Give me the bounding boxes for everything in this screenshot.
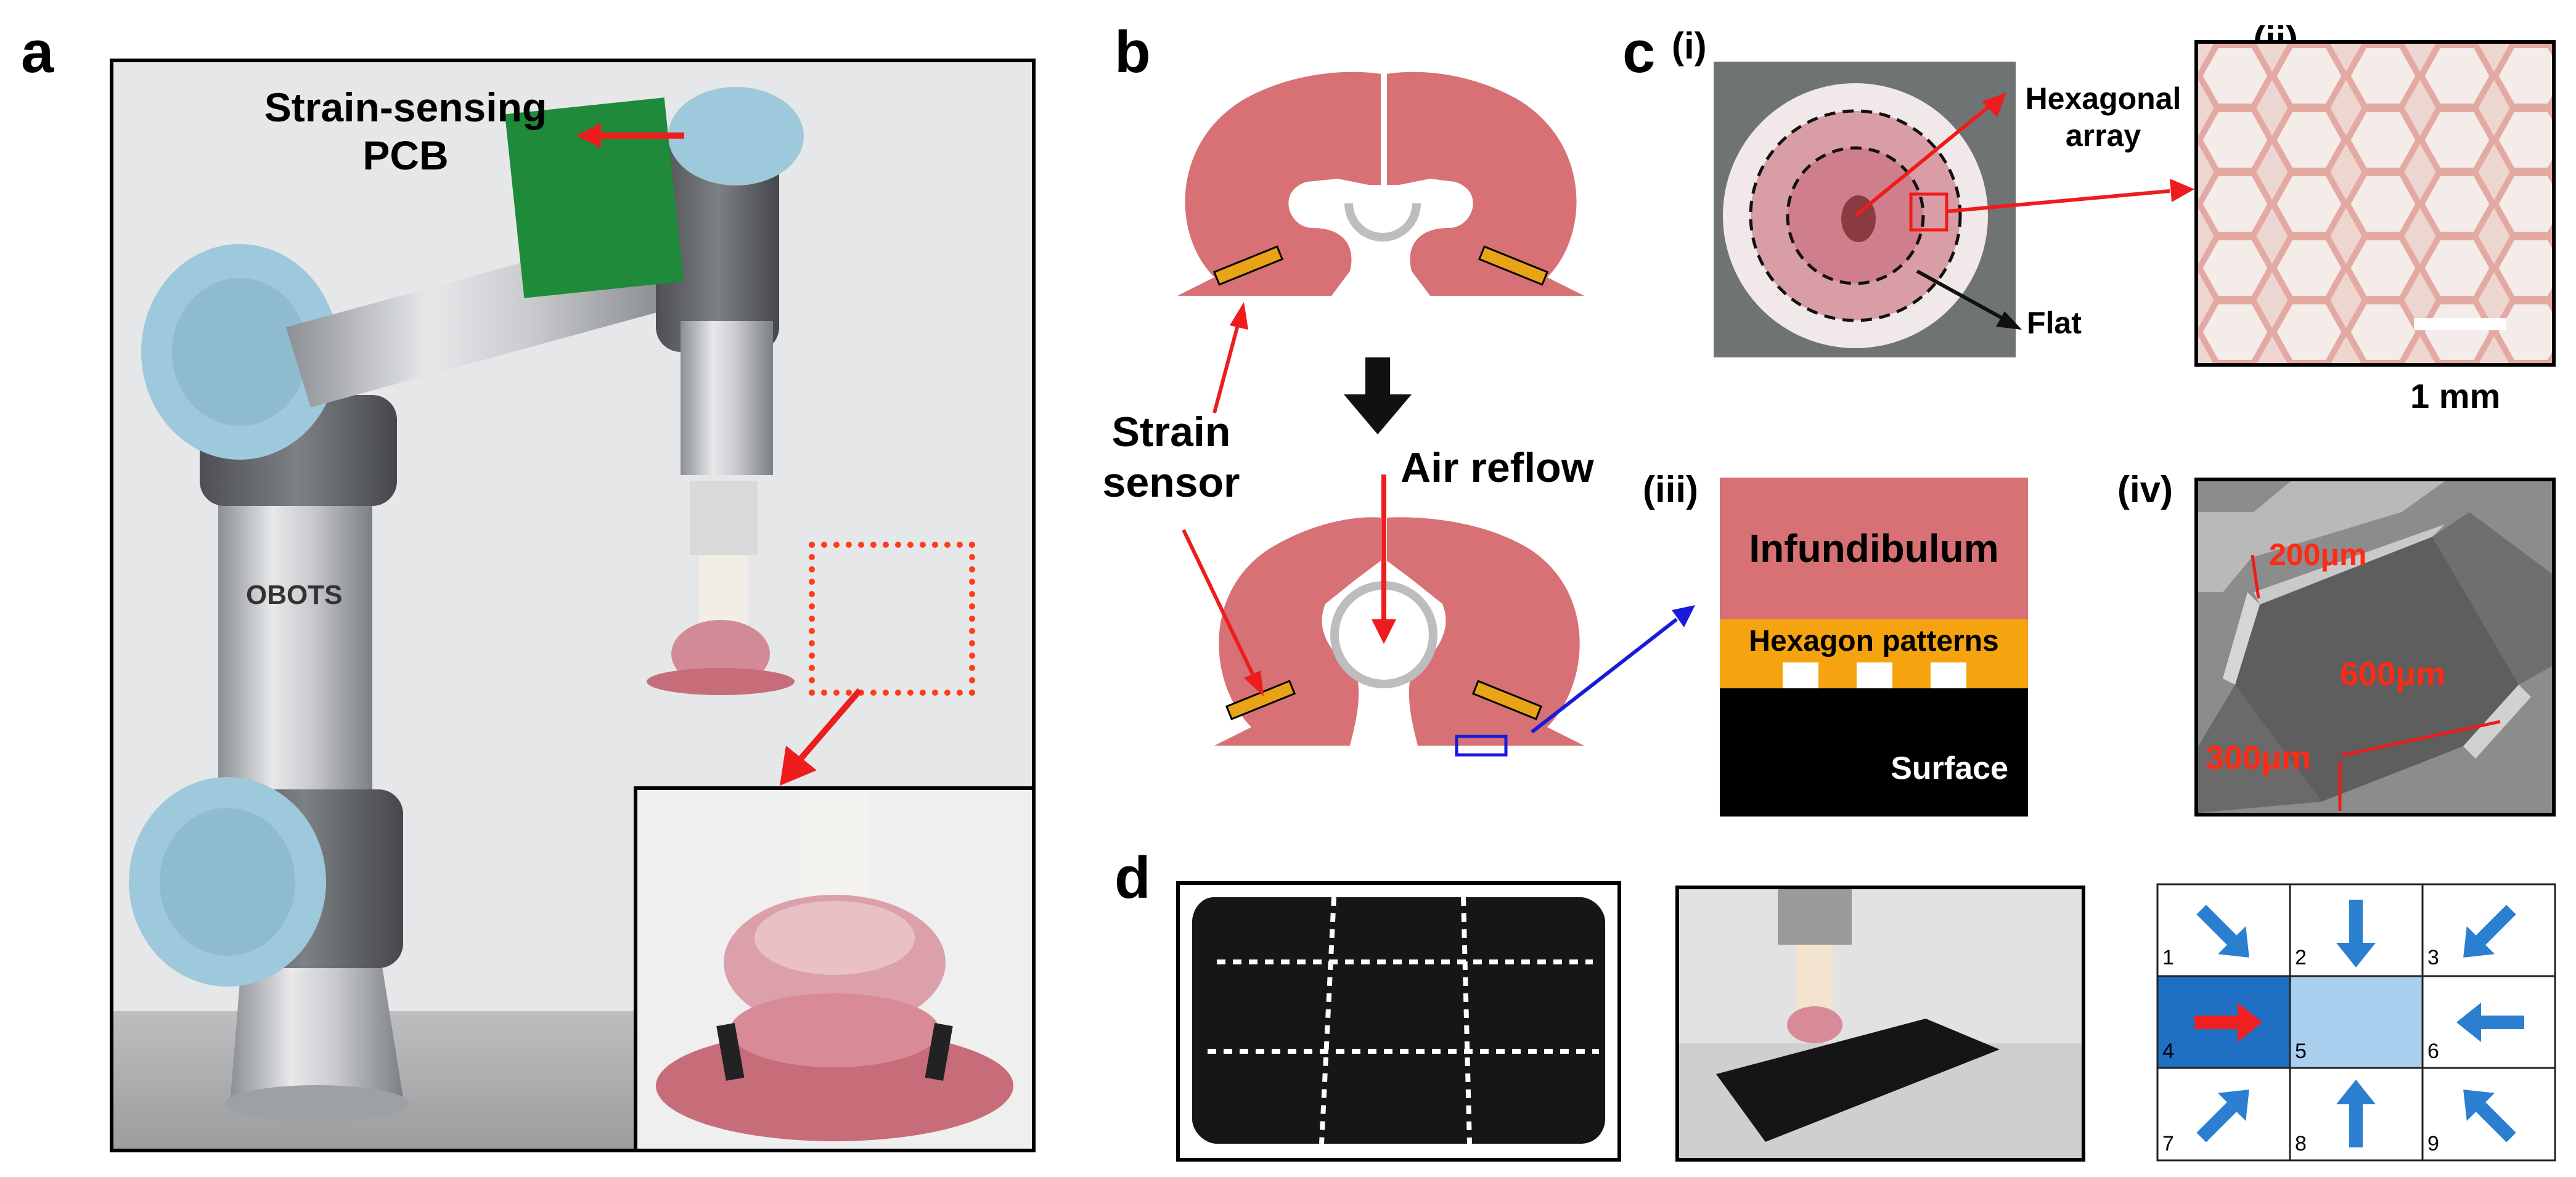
- tablet-grid-illustration: [1192, 897, 1605, 1144]
- direction-grid-svg: [2156, 883, 2556, 1162]
- panel-b-letter: b: [1114, 19, 1151, 85]
- robot-arm-illustration: [113, 62, 1032, 1149]
- grid-cell-6-number: 6: [2427, 1040, 2439, 1063]
- robot-on-tablet-illustration: [1679, 889, 2082, 1158]
- zoom-region-box: [809, 542, 975, 696]
- surface-layer: [1720, 688, 2028, 817]
- grid-cell-7-number: 7: [2162, 1132, 2174, 1155]
- grid-cell-4-number: 4: [2162, 1040, 2174, 1063]
- air-reflow-label: Air reflow: [1400, 444, 1594, 491]
- grid-cell-9-number: 9: [2427, 1132, 2439, 1155]
- suction-cup-photo: [1714, 62, 2016, 357]
- gripper-closeup-illustration: [637, 790, 1032, 1149]
- panel-c-letter: c: [1622, 19, 1656, 85]
- grid-cell-8-number: 8: [2295, 1132, 2307, 1155]
- pcb-label-line2: PCB: [362, 132, 449, 178]
- panel-c-iii-tag: (iii): [1643, 469, 1698, 510]
- grid-cell-3-number: 3: [2427, 946, 2439, 969]
- robot-on-tablet-photo-frame: [1675, 886, 2085, 1162]
- direction-grid: 1 2 3 4 5 6 7 8 9: [2156, 883, 2556, 1162]
- pcb-label-line1: Strain-sensing: [264, 84, 547, 130]
- panel-d-letter: d: [1114, 845, 1151, 911]
- hexagonal-array-line1: Hexagonal: [2025, 81, 2181, 116]
- robot-photo-frame: OBOTS: [110, 59, 1036, 1152]
- hexagonal-array-label: Hexagonal array: [2011, 80, 2196, 154]
- grid-cell-2-number: 2: [2295, 946, 2307, 969]
- grid-cell-1-number: 1: [2162, 946, 2174, 969]
- hexagon-3d-illustration: [2198, 481, 2552, 813]
- suction-cup-illustration: [1714, 62, 2016, 357]
- scale-bar-label: 1 mm: [2410, 377, 2501, 415]
- hexagonal-array-line2: array: [2065, 118, 2141, 153]
- gripper-inset-frame: [634, 786, 1036, 1152]
- pattern-gap: [1857, 662, 1892, 688]
- grid-cell-5-number: 5: [2295, 1040, 2307, 1063]
- layer-diagram: Infundibulum Hexagon patterns Surface: [1720, 478, 2028, 817]
- hexagon-micrograph-frame: [2194, 40, 2556, 367]
- pattern-gap: [1783, 662, 1818, 688]
- dim-300-label: 300μm: [2206, 739, 2312, 776]
- panel-c-i-tag: (i): [1672, 25, 1707, 67]
- pattern-gap: [1931, 662, 1966, 688]
- robot-brand-text: OBOTS: [246, 580, 343, 610]
- tablet-photo-frame: [1176, 881, 1621, 1162]
- dim-200-label: 200μm: [2269, 537, 2367, 572]
- strain-sensor-label: Strain sensor: [1085, 407, 1257, 508]
- panel-c-iv-tag: (iv): [2117, 469, 2173, 510]
- surface-label: Surface: [1891, 751, 2008, 786]
- panel-a-letter: a: [21, 19, 54, 85]
- strain-sensor-line1: Strain: [1111, 409, 1231, 455]
- hexagon-micrograph: [2198, 44, 2552, 363]
- infundibulum-layer: [1720, 478, 2028, 619]
- dim-600-label: 600μm: [2340, 656, 2446, 693]
- strain-sensor-line2: sensor: [1102, 459, 1240, 506]
- hexagon-3d-frame: 200μm 600μm 300μm: [2194, 478, 2556, 817]
- hexagon-patterns-label: Hexagon patterns: [1749, 625, 1999, 658]
- flat-label: Flat: [2027, 306, 2082, 340]
- infundibulum-label: Infundibulum: [1749, 526, 1999, 571]
- pcb-label: Strain-sensing PCB: [245, 83, 566, 179]
